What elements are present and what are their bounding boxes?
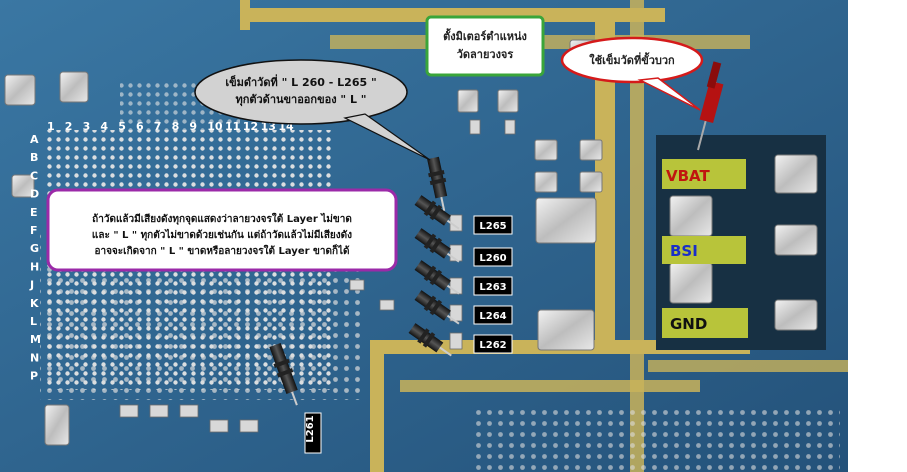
purple-box-callout: [46, 188, 398, 272]
row-label: B: [30, 151, 38, 164]
black-probe: [414, 290, 460, 325]
row-label: C: [30, 169, 38, 182]
column-label: 12: [243, 120, 258, 133]
gnd-label: GND: [670, 315, 707, 333]
row-label: P: [30, 370, 38, 383]
purple-box-line2: และ " L " ทุกตัวไม่ขาดด้วยเช่นกัน แต่ถ้า…: [92, 228, 352, 241]
component-tag-bg: [304, 412, 322, 454]
black-probe: [269, 342, 298, 406]
green-box-callout: [425, 15, 545, 77]
grey-oval-line1: เข็มดำวัดที่ " L 260 - L265 ": [225, 74, 376, 89]
component-tag: L260: [479, 253, 506, 264]
component-tag: L261: [305, 415, 316, 442]
row-label: G: [30, 242, 39, 255]
row-label: N: [30, 351, 39, 364]
row-label: F: [30, 224, 38, 237]
black-probe: [427, 156, 448, 212]
bsi-pad: [662, 236, 746, 264]
column-label: 8: [172, 120, 180, 133]
row-label: K: [30, 297, 39, 310]
black-probe: [408, 323, 452, 357]
column-label: 11: [225, 120, 240, 133]
row-label: M: [30, 333, 41, 346]
smd-components: [119, 119, 516, 433]
black-probe: [414, 228, 460, 263]
column-label: 2: [65, 120, 73, 133]
gnd-pad: [662, 308, 748, 338]
column-label: 5: [118, 120, 126, 133]
purple-box-line1: ถ้าวัดแล้วมีเสียงดังทุกจุดแสดงว่าลายวงจร…: [92, 212, 352, 225]
bsi-label: BSI: [670, 242, 698, 260]
row-label: E: [30, 206, 38, 219]
component-tag: L264: [479, 311, 506, 322]
row-label: L: [30, 315, 37, 328]
column-label: 1: [47, 120, 55, 133]
column-label: 9: [189, 120, 197, 133]
row-label: J: [29, 279, 34, 292]
column-label: 4: [100, 120, 108, 133]
green-box-line1: ตั้งมิเตอร์ตำแหน่ง: [443, 28, 527, 43]
red-probe: [697, 61, 724, 151]
row-label: H: [30, 260, 39, 273]
component-tag-bg: [473, 276, 513, 296]
black-probe: [414, 260, 460, 295]
vbat-label: VBAT: [666, 167, 710, 185]
row-label: A: [30, 133, 39, 146]
component-tag-bg: [473, 305, 513, 325]
probes: [269, 156, 460, 406]
column-label: 10: [207, 120, 223, 133]
grey-oval-line2: ทุกตัวด้านขาออกของ " L ": [235, 93, 366, 107]
grey-oval-callout: [194, 59, 408, 125]
component-tag-bg: [473, 334, 513, 354]
component-tag-bg: [473, 215, 513, 235]
purple-box-line3: อาจจะเกิดจาก " L " ขาดหรือลายวงจรใต้ Lay…: [94, 243, 349, 257]
component-tag: L263: [479, 282, 506, 293]
column-label: 3: [83, 120, 91, 133]
vbat-pad: [662, 159, 746, 189]
red-oval-text: ใช้เข็มวัดที่ขั้วบวก: [589, 52, 675, 67]
green-box-line2: วัดลายวงจร: [457, 48, 514, 61]
column-label: 6: [136, 120, 144, 133]
red-oval-callout: [560, 36, 704, 84]
component-tag: L262: [479, 340, 506, 351]
row-label: D: [30, 188, 39, 201]
component-tag-bg: [473, 247, 513, 267]
component-tag: L265: [479, 221, 506, 232]
column-label: 7: [154, 120, 162, 133]
black-probe: [414, 195, 460, 230]
